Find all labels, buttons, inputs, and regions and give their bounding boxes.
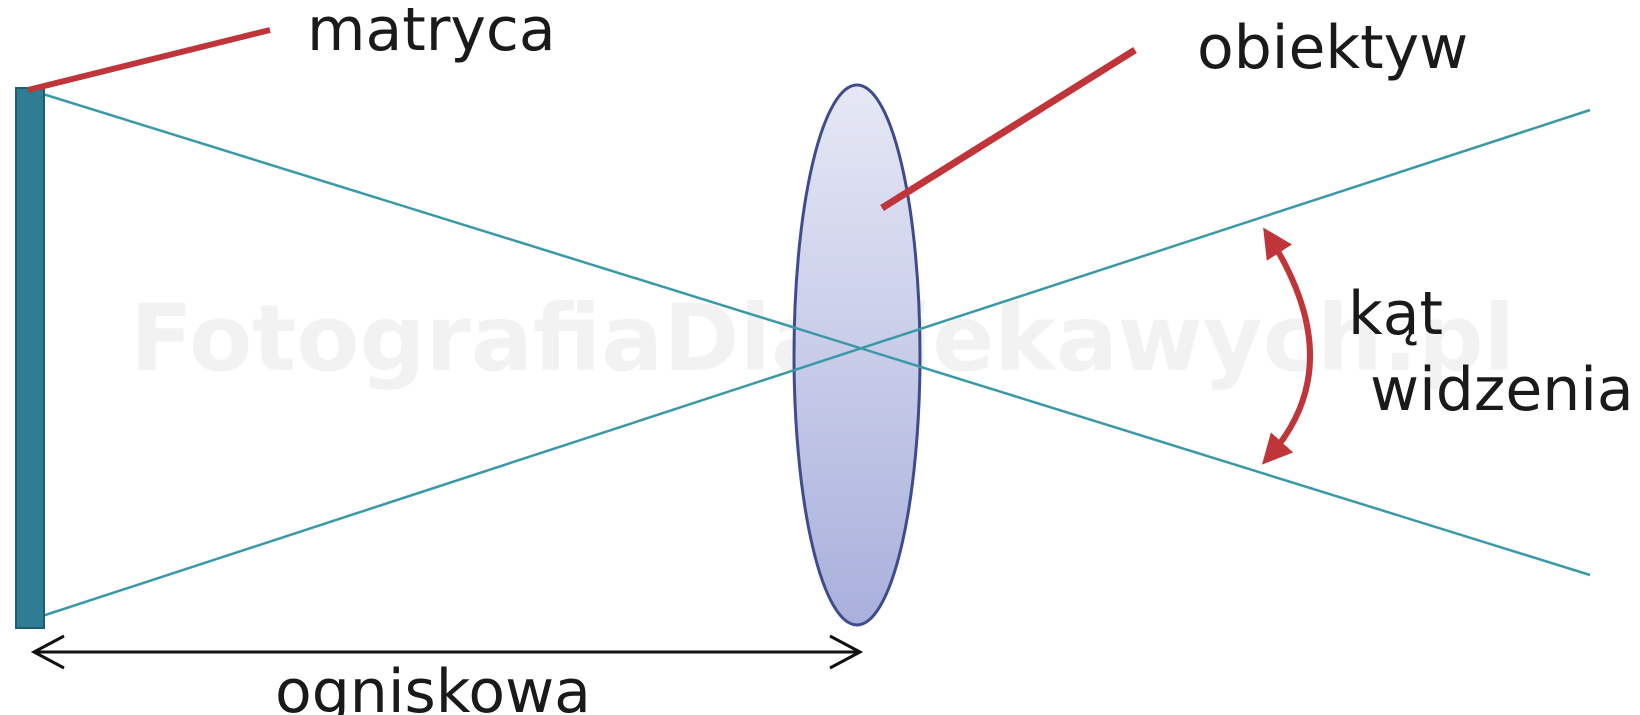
sensor	[15, 87, 45, 629]
focal-arrow-left-head	[30, 634, 65, 670]
lens-label: obiektyw	[1197, 13, 1468, 83]
ray-top	[29, 88, 1591, 577]
focal-length-arrow	[30, 634, 864, 670]
focal-arrow-right-head	[829, 634, 864, 670]
angle-label-line1: kąt	[1348, 279, 1443, 349]
lens	[792, 83, 922, 627]
sensor-label: matryca	[307, 0, 556, 65]
focal-length-label: ogniskowa	[275, 657, 591, 715]
sensor-pointer	[27, 27, 271, 93]
ray-bottom	[29, 108, 1591, 622]
lens-pointer	[880, 47, 1137, 211]
angle-label-line2: widzenia	[1370, 355, 1634, 425]
angle-arc	[1261, 227, 1313, 465]
